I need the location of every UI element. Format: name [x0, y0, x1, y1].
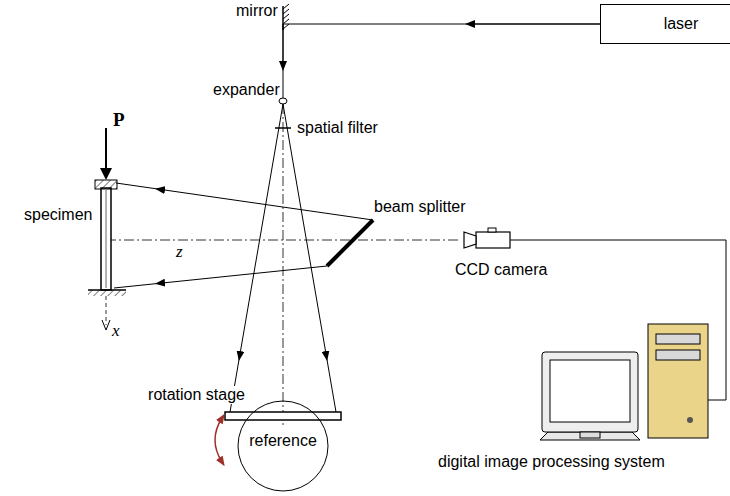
ccd-camera: [464, 228, 510, 248]
axis-label: x: [112, 322, 120, 340]
load-label: P: [113, 110, 125, 130]
laser-box: laser: [600, 4, 730, 44]
node-text: laser: [664, 15, 699, 33]
rotation-stage: rotation stagereference: [237, 400, 329, 492]
part-label: spatial filter: [297, 119, 378, 137]
node-text: reference: [249, 432, 317, 450]
expander-lens: [279, 98, 287, 104]
reference-plate: [225, 412, 341, 420]
node-text: rotation stage: [146, 386, 247, 404]
axis-label: z: [176, 243, 183, 261]
specimen-column: [101, 188, 111, 290]
part-label: CCD camera: [455, 261, 547, 279]
part-label: specimen: [24, 206, 92, 224]
part-label: digital image processing system: [438, 453, 665, 471]
spatial-filter: [275, 127, 291, 129]
part-label: mirror: [236, 2, 278, 20]
part-label: expander: [213, 81, 280, 99]
computer: [540, 324, 708, 440]
beam-splitter: [327, 220, 373, 266]
part-label: beam splitter: [374, 198, 466, 216]
